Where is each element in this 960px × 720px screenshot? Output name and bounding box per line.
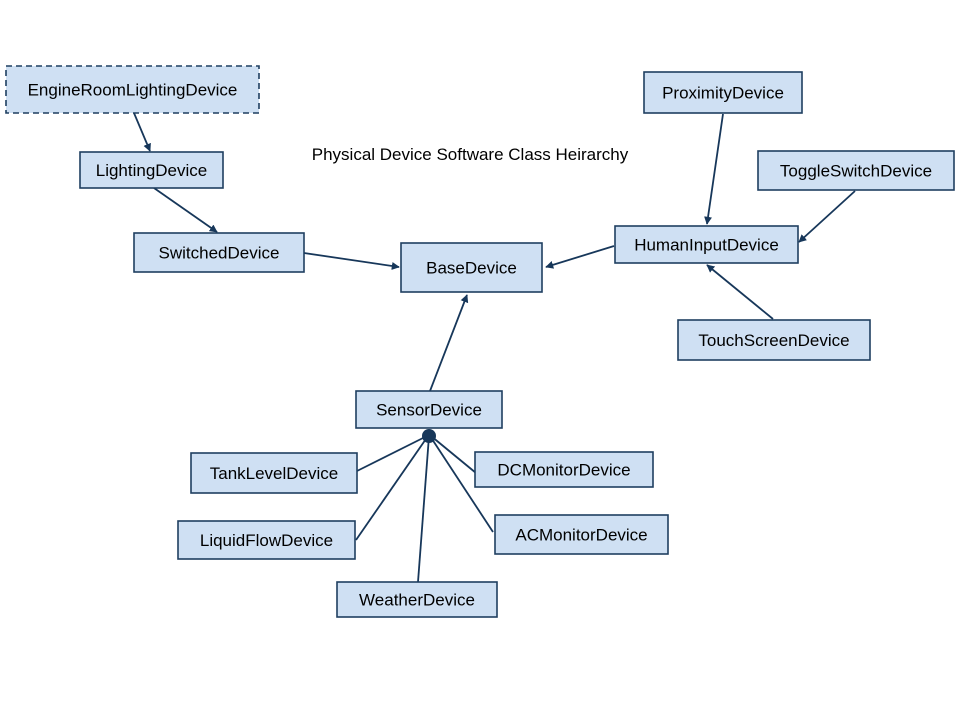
node-touch: TouchScreenDevice — [677, 319, 871, 361]
edge-sensor-to-base — [429, 294, 469, 392]
node-box-touch — [677, 319, 871, 361]
node-label-lighting: LightingDevice — [96, 161, 208, 180]
node-base: BaseDevice — [400, 242, 543, 293]
node-label-ac: ACMonitorDevice — [515, 526, 647, 545]
node-box-weather — [336, 581, 498, 618]
node-label-base: BaseDevice — [426, 259, 517, 278]
node-dc: DCMonitorDevice — [474, 451, 654, 488]
edge-lighting-to-switched — [153, 187, 218, 233]
sensor-junction-dot — [422, 429, 436, 443]
edge-engine-to-lighting — [133, 112, 151, 152]
edge-human-to-base — [545, 245, 615, 269]
node-weather: WeatherDevice — [336, 581, 498, 618]
node-tank: TankLevelDevice — [190, 452, 358, 494]
node-label-proximity: ProximityDevice — [662, 84, 784, 103]
node-sensor: SensorDevice — [355, 390, 503, 429]
nodes-layer: EngineRoomLightingDeviceLightingDeviceSw… — [5, 65, 955, 618]
node-label-dc: DCMonitorDevice — [497, 461, 630, 480]
node-box-sensor — [355, 390, 503, 429]
node-toggle: ToggleSwitchDevice — [757, 150, 955, 191]
node-human: HumanInputDevice — [614, 225, 799, 264]
edge-switched-to-base — [303, 252, 400, 270]
node-switched: SwitchedDevice — [133, 232, 305, 273]
node-lighting: LightingDevice — [79, 151, 224, 189]
node-box-switched — [133, 232, 305, 273]
node-box-liquid — [177, 520, 356, 560]
edge-toggle-to-human — [798, 190, 856, 243]
node-box-base — [400, 242, 543, 293]
node-label-toggle: ToggleSwitchDevice — [780, 162, 932, 181]
edge-touch-to-human — [706, 264, 774, 320]
node-label-engine: EngineRoomLightingDevice — [28, 81, 238, 100]
edge-ac-to-sensor — [429, 435, 494, 533]
node-proximity: ProximityDevice — [643, 71, 803, 114]
edge-tank-to-sensor — [356, 435, 428, 472]
node-box-toggle — [757, 150, 955, 191]
node-label-touch: TouchScreenDevice — [698, 331, 849, 350]
node-engine: EngineRoomLightingDevice — [5, 65, 260, 114]
edge-weather-to-sensor — [417, 435, 430, 583]
node-box-engine — [5, 65, 260, 114]
node-label-human: HumanInputDevice — [634, 236, 779, 255]
node-label-liquid: LiquidFlowDevice — [200, 531, 333, 550]
node-box-human — [614, 225, 799, 264]
edges-layer — [133, 112, 856, 583]
node-box-proximity — [643, 71, 803, 114]
node-liquid: LiquidFlowDevice — [177, 520, 356, 560]
node-box-dc — [474, 451, 654, 488]
node-label-weather: WeatherDevice — [359, 591, 475, 610]
node-label-sensor: SensorDevice — [376, 401, 482, 420]
node-label-switched: SwitchedDevice — [159, 244, 280, 263]
node-ac: ACMonitorDevice — [494, 514, 669, 555]
node-box-tank — [190, 452, 358, 494]
node-label-tank: TankLevelDevice — [210, 464, 339, 483]
edge-liquid-to-sensor — [355, 435, 429, 541]
edge-proximity-to-human — [704, 113, 724, 225]
node-box-lighting — [79, 151, 224, 189]
diagram-title: Physical Device Software Class Heirarchy — [312, 145, 629, 164]
edge-dc-to-sensor — [430, 435, 477, 474]
node-box-ac — [494, 514, 669, 555]
